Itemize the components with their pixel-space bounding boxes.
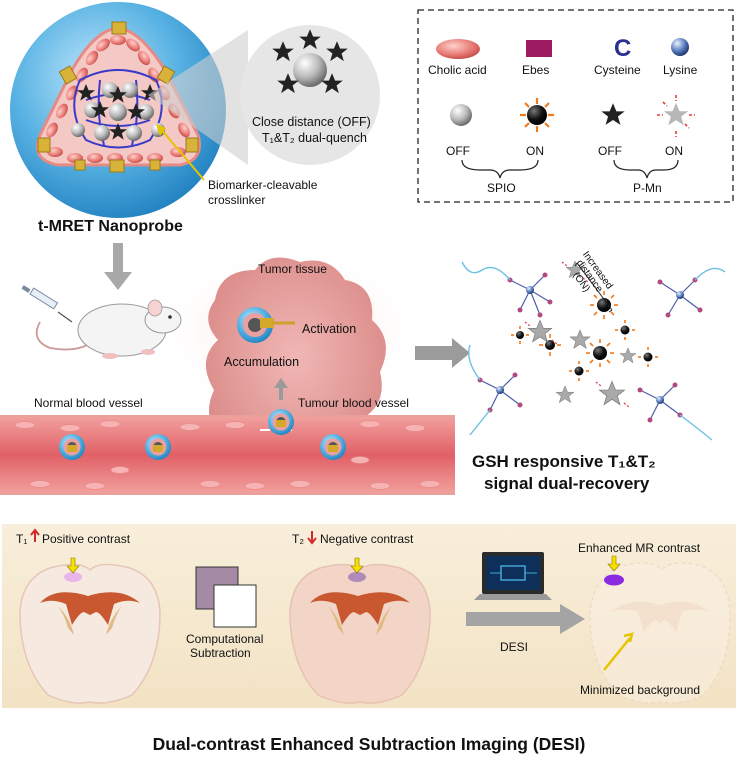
legend-lysine-icon	[671, 38, 689, 56]
recovery-title-line1: GSH responsive T₁&T₂	[472, 452, 656, 471]
crosslinker-pointer	[159, 127, 205, 181]
t1-label: T₁	[16, 532, 28, 546]
middle-right-arrow	[415, 338, 470, 368]
t2-down-arrow	[307, 531, 317, 545]
t2-pointer-arrow	[350, 557, 364, 574]
brain-t2	[289, 563, 431, 704]
legend-spio-off-icon	[450, 104, 472, 126]
spio-brace	[461, 159, 539, 179]
legend-spio-label: SPIO	[487, 181, 516, 195]
activation-label: Activation	[302, 322, 357, 336]
enhanced-contrast-label: Enhanced MR contrast	[578, 541, 701, 555]
enhanced-pointer-arrow	[607, 555, 621, 572]
nanoprobe-title: t-MRET Nanoprobe	[38, 218, 183, 235]
ebes-blocks	[37, 21, 199, 173]
accumulation-label: Accumulation	[224, 355, 300, 369]
brain-t1	[19, 563, 161, 704]
zoom-detail	[272, 29, 348, 94]
legend-ebes-label: Ebes	[522, 63, 550, 77]
minimized-background-label: Minimized background	[580, 683, 701, 697]
mouse-illustration	[21, 285, 182, 359]
desi-label: DESI	[500, 640, 529, 654]
dispersed-particles	[461, 260, 726, 441]
legend-lysine-label: Lysine	[663, 63, 698, 77]
legend-spio-off-label: OFF	[446, 144, 470, 158]
t1-pointer-arrow	[66, 557, 80, 574]
legend-spio-on-icon	[520, 98, 554, 132]
zoom-cone	[148, 30, 248, 165]
positive-contrast-label: Positive contrast	[42, 532, 131, 546]
legend-cholic-label: Cholic acid	[428, 63, 487, 77]
legend-ebes-icon	[526, 40, 552, 57]
t1-up-arrow	[30, 528, 40, 542]
legend-cysteine-icon: C	[614, 35, 631, 62]
tumor-probe	[237, 307, 295, 343]
subtraction-square-light	[213, 584, 257, 628]
brain-enhanced	[589, 562, 731, 704]
legend-spio-on-label: ON	[526, 144, 544, 158]
dual-quench-label: T₁&T₂ dual-quench	[262, 131, 367, 145]
legend-cholic-icon	[436, 39, 480, 59]
distance-bracket	[574, 262, 613, 313]
crosslinker-label-line1: Biomarker-cleavable	[208, 178, 318, 192]
tumor-tissue-label: Tumor tissue	[258, 262, 327, 276]
inner-spio-particles	[71, 82, 165, 141]
computational-label: Computational	[186, 632, 264, 646]
enhanced-spot	[604, 574, 624, 586]
background-pointer-arrow	[603, 632, 634, 671]
t2-label: T₂	[292, 532, 304, 546]
legend-pmn-on-icon	[657, 95, 695, 137]
tumour-vessel-label: Tumour blood vessel	[298, 396, 409, 410]
legend-pmn-on-label: ON	[665, 144, 683, 158]
subtraction-label: Subtraction	[190, 646, 251, 660]
crosslinker-label-line2: crosslinker	[208, 193, 266, 207]
footer-title: Dual-contrast Enhanced Subtraction Imagi…	[152, 734, 586, 754]
normal-vessel-label: Normal blood vessel	[34, 396, 143, 410]
recovery-title-line2: signal dual-recovery	[484, 474, 650, 493]
desi-arrow	[466, 604, 585, 634]
zoom-circle	[240, 25, 380, 165]
negative-contrast-label: Negative contrast	[320, 532, 414, 546]
pmn-brace	[613, 159, 679, 179]
legend-pmn-off-label: OFF	[598, 144, 622, 158]
down-arrow	[104, 243, 132, 290]
legend-pmn-label: P-Mn	[633, 181, 662, 195]
laptop-icon	[474, 552, 552, 600]
legend-cysteine-label: Cysteine	[594, 63, 641, 77]
extravasation-arrow	[274, 378, 288, 400]
close-distance-label: Close distance (OFF)	[252, 115, 371, 129]
